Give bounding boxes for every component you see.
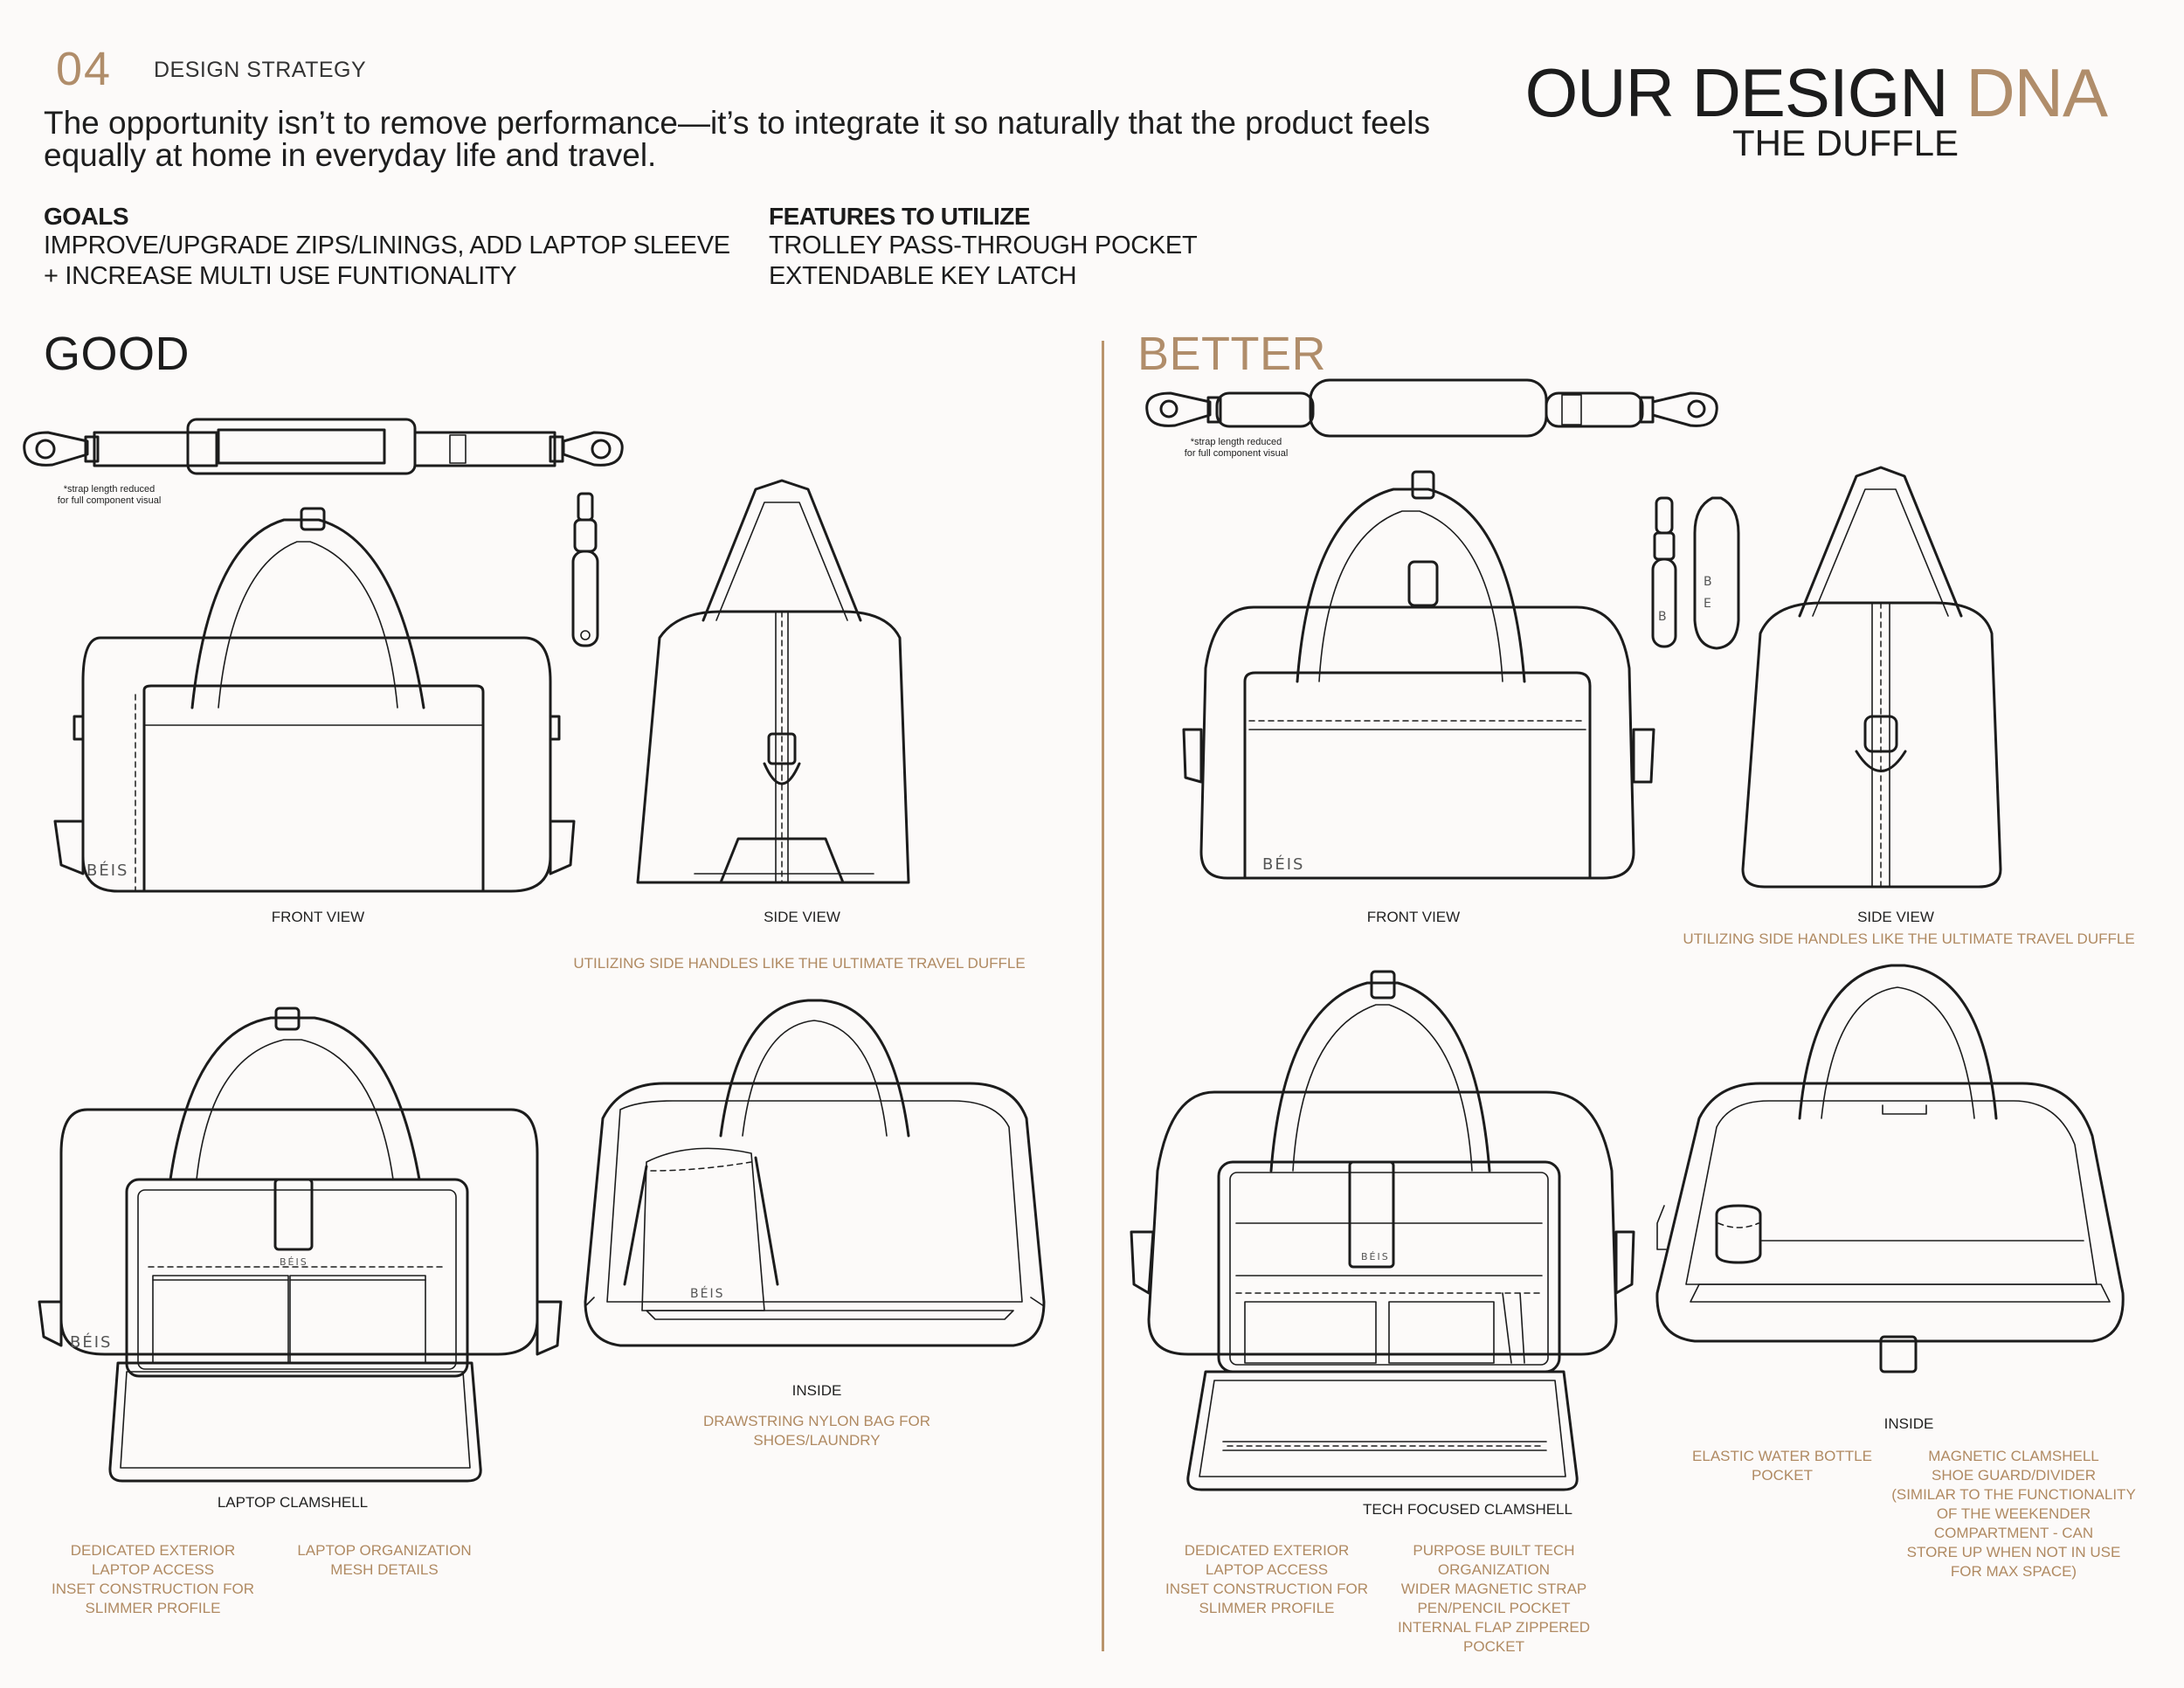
page-number: 04 (56, 43, 113, 95)
better-front-view-label: FRONT VIEW (1366, 909, 1461, 925)
better-inside-label: INSIDE (1883, 1415, 1934, 1432)
good-inside-note: DRAWSTRING NYLON BAG FOR SHOES/LAUNDRY (702, 1413, 931, 1449)
better-side-view-label: SIDE VIEW (1857, 909, 1934, 925)
goals-line-2: + INCREASE MULTI USE FUNTIONALITY (44, 262, 517, 290)
goals-block: GOALS IMPROVE/UPGRADE ZIPS/LININGS, ADD … (44, 203, 730, 292)
good-strap-note: *strap length reduced for full component… (57, 484, 162, 506)
better-inside-illustration (1655, 964, 2125, 1373)
better-title: BETTER (1137, 328, 1327, 380)
features-line-1: TROLLEY PASS-THROUGH POCKET (769, 232, 1198, 259)
page-title: OUR DESIGN DNA (1525, 58, 2108, 128)
better-clamshell-label: TECH FOCUSED CLAMSHELL (1363, 1501, 1572, 1518)
good-clamshell-label: LAPTOP CLAMSHELL (217, 1494, 369, 1511)
good-side-view-label: SIDE VIEW (764, 909, 840, 925)
features-heading: FEATURES TO UTILIZE (769, 203, 1031, 230)
goals-heading: GOALS (44, 203, 129, 230)
better-note-laptop-access: DEDICATED EXTERIOR LAPTOP ACCESS INSET C… (1165, 1542, 1369, 1616)
good-note-mesh: LAPTOP ORGANIZATION MESH DETAILS (297, 1542, 472, 1578)
goals-line-1: IMPROVE/UPGRADE ZIPS/LININGS, ADD LAPTOP… (44, 232, 730, 259)
good-inside-label: INSIDE (791, 1382, 842, 1399)
good-title: GOOD (44, 328, 190, 380)
better-note-tech-organization: PURPOSE BUILT TECH ORGANIZATION WIDER MA… (1397, 1542, 1591, 1655)
good-side-view-illustration (636, 479, 910, 884)
better-note-shoe-guard: MAGNETIC CLAMSHELL SHOE GUARD/DIVIDER (S… (1891, 1448, 2136, 1580)
svg-text:BÉIS: BÉIS (1361, 1251, 1390, 1263)
page-subtitle: THE DUFFLE (1731, 122, 1959, 163)
svg-text:BÉIS: BÉIS (1262, 854, 1304, 874)
good-laptop-clamshell-illustration: BÉIS BÉIS (38, 1007, 563, 1483)
tier-divider (1102, 341, 1104, 1651)
features-block: FEATURES TO UTILIZE TROLLEY PASS-THROUGH… (769, 203, 1198, 292)
better-zipper-pull-and-key-latch-illustration: B B E (1651, 496, 1740, 650)
good-front-view-illustration: BÉIS (53, 507, 576, 893)
good-shoulder-strap-illustration (23, 418, 624, 475)
title-main: OUR DESIGN (1524, 54, 1966, 131)
good-zipper-pull-illustration (571, 492, 599, 647)
svg-text:B: B (1704, 575, 1714, 589)
better-shoulder-strap-illustration (1145, 378, 1718, 438)
better-strap-note: *strap length reduced for full component… (1184, 437, 1289, 459)
better-front-view-illustration: BÉIS (1182, 470, 1655, 880)
better-tech-clamshell-illustration: BÉIS (1130, 970, 1635, 1491)
svg-text:BÉIS: BÉIS (70, 1332, 112, 1352)
svg-text:B: B (1658, 610, 1669, 624)
good-side-note: UTILIZING SIDE HANDLES LIKE THE ULTIMATE… (573, 955, 1026, 972)
lead-text: The opportunity isn’t to remove performa… (44, 105, 1431, 173)
good-front-view-label: FRONT VIEW (271, 909, 365, 925)
features-line-2: EXTENDABLE KEY LATCH (769, 262, 1077, 290)
svg-text:BÉIS: BÉIS (280, 1256, 308, 1268)
svg-text:E: E (1704, 597, 1713, 611)
better-side-note: UTILIZING SIDE HANDLES LIKE THE ULTIMATE… (1683, 930, 2135, 947)
title-accent: DNA (1966, 54, 2108, 131)
good-note-laptop-access: DEDICATED EXTERIOR LAPTOP ACCESS INSET C… (51, 1542, 255, 1616)
good-inside-illustration: BÉIS (584, 999, 1046, 1347)
svg-text:BÉIS: BÉIS (86, 861, 128, 880)
better-side-view-illustration (1741, 466, 2002, 889)
better-note-water-bottle: ELASTIC WATER BOTTLE POCKET (1692, 1448, 1872, 1484)
svg-text:BÉIS: BÉIS (690, 1286, 724, 1301)
section-label: DESIGN STRATEGY (154, 58, 367, 82)
